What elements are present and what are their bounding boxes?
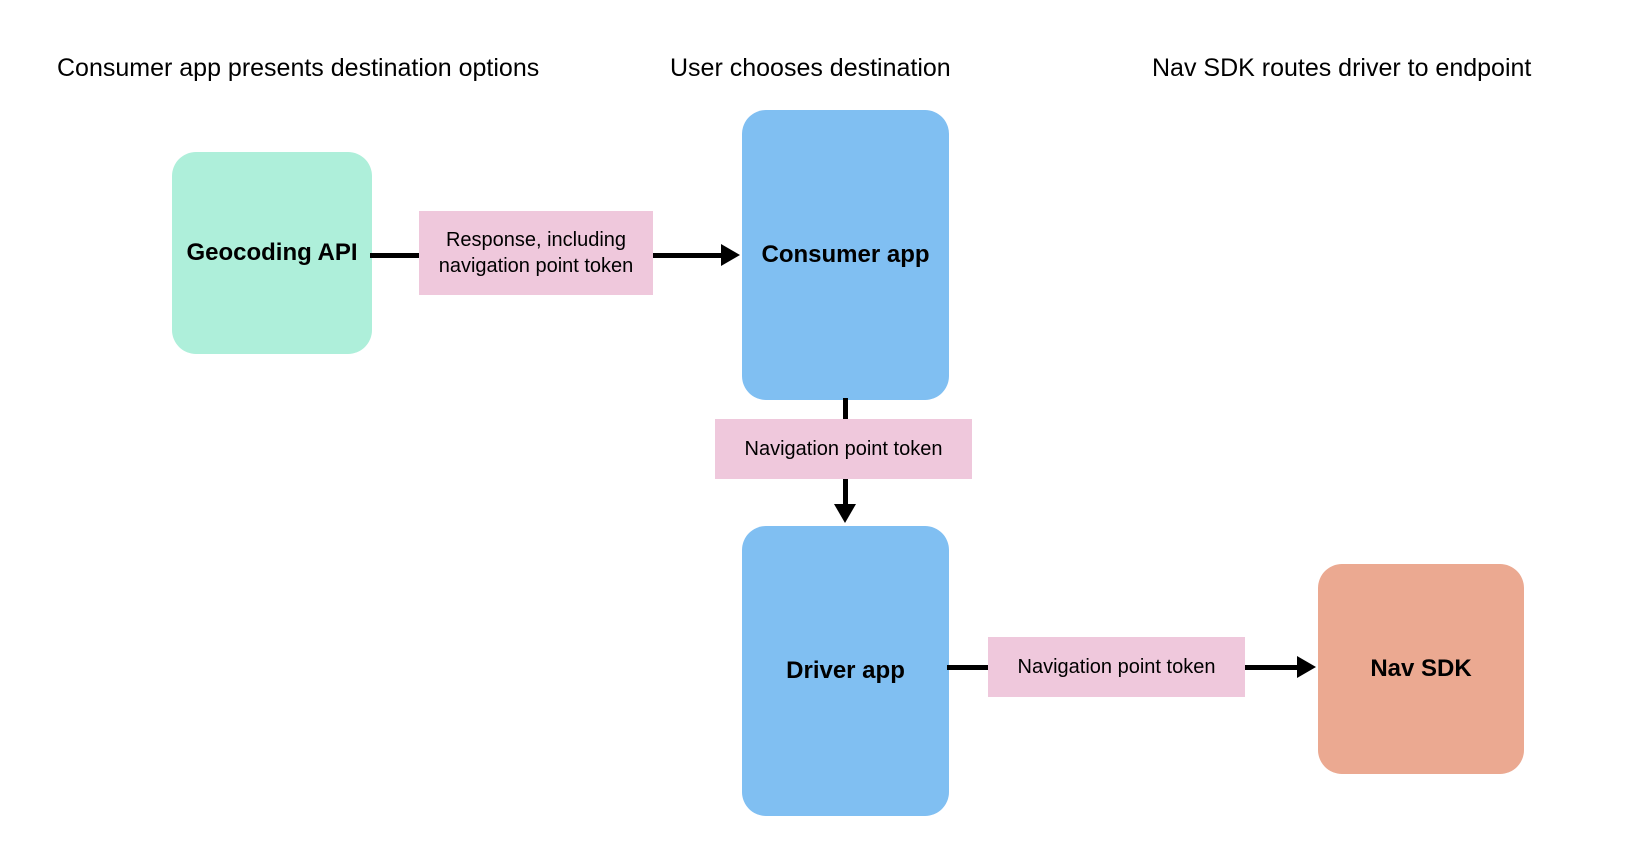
node-consumer-app-label: Consumer app — [761, 241, 930, 269]
node-geocoding-api: Geocoding API — [172, 152, 372, 354]
edge-geocoding-to-consumer-line-right — [651, 253, 723, 258]
edge-consumer-to-driver-line-top — [843, 398, 848, 422]
edge-driver-to-navsdk-line-left — [947, 665, 991, 670]
edge-label-response-text: Response, including navigation point tok… — [438, 228, 634, 277]
node-nav-sdk-label: Nav SDK — [1370, 655, 1472, 683]
edge-consumer-to-driver-line-bottom — [843, 477, 848, 506]
edge-driver-to-navsdk-line-right — [1243, 665, 1299, 670]
arrow-right-icon-driver-to-navsdk — [1297, 656, 1316, 678]
node-geocoding-api-label: Geocoding API — [186, 239, 358, 267]
node-nav-sdk: Nav SDK — [1318, 564, 1524, 774]
node-consumer-app: Consumer app — [742, 110, 949, 400]
arrow-right-icon-geocoding-to-consumer — [721, 244, 740, 266]
edge-label-navigation-point-token-vertical-text: Navigation point token — [744, 437, 943, 460]
edge-label-navigation-point-token-vertical: Navigation point token — [715, 419, 972, 479]
edge-geocoding-to-consumer-line-left — [370, 253, 422, 258]
edge-label-response-including-navigation-point-token: Response, including navigation point tok… — [419, 211, 653, 295]
column-header-nav-routes: Nav SDK routes driver to endpoint — [1152, 54, 1532, 82]
column-header-consumer-options: Consumer app presents destination option… — [57, 54, 540, 82]
node-driver-app: Driver app — [742, 526, 949, 816]
node-driver-app-label: Driver app — [786, 657, 905, 685]
column-header-user-chooses: User chooses destination — [670, 54, 951, 82]
edge-label-navigation-point-token-horizontal-text: Navigation point token — [1017, 655, 1216, 678]
arrow-down-icon-consumer-to-driver — [834, 504, 856, 523]
edge-label-navigation-point-token-horizontal: Navigation point token — [988, 637, 1245, 697]
